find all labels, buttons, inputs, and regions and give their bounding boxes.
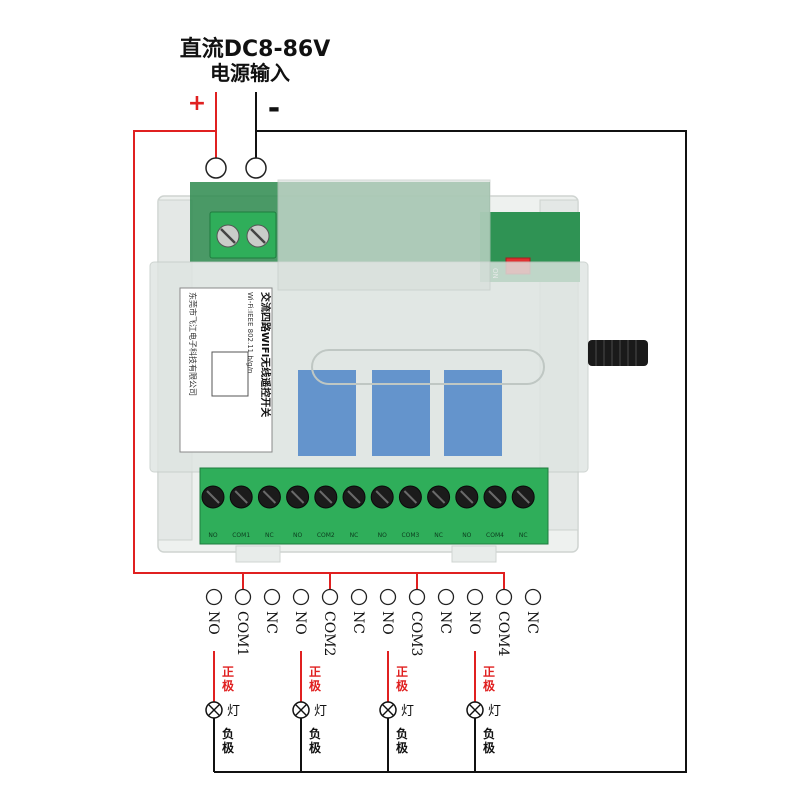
negative-input-terminal (245, 157, 267, 179)
lamp-positive-label: 正 (396, 665, 408, 679)
terminal-print-label: NC (350, 532, 359, 539)
relay-module: ON 交流四路WIFI无线遥控开关 Wi-Fi:IEEE 802.11 b/g/… (149, 179, 648, 563)
terminal-print-label: NC (265, 532, 274, 539)
terminal-print-label: COM1 (232, 532, 250, 539)
lamp-positive-label: 极 (483, 678, 496, 693)
lamp-negative-label: 极 (483, 740, 496, 755)
output-terminal-label: NC (263, 611, 279, 634)
terminal-print-label: COM2 (317, 532, 335, 539)
lamp-negative-label: 负 (309, 726, 321, 741)
terminal-print-label: COM4 (486, 532, 504, 539)
lamp-positive-label: 正 (483, 665, 495, 679)
positive-sign: + (188, 91, 206, 116)
output-terminal (350, 588, 368, 606)
product-label-company: 东莞市飞江电子科技有限公司 (188, 292, 198, 396)
lamp-positive-label: 极 (309, 678, 322, 693)
output-terminal-label: NO (292, 611, 308, 635)
antenna (588, 340, 648, 366)
output-terminal-print: NO COM1 NC NO COM2 NC NO COM3 NC NO COM4 NC (208, 532, 527, 539)
terminal-print-label: NC (519, 532, 528, 539)
lamp-positive-label: 极 (222, 678, 235, 693)
negative-wiring (214, 92, 687, 773)
output-terminal (263, 588, 281, 606)
positive-bus-wire (133, 92, 505, 574)
lamp-label: 灯 (488, 704, 501, 719)
terminal-print-label: NC (434, 532, 443, 539)
output-terminal-label: NC (437, 611, 453, 634)
output-terminal-screws (201, 485, 535, 509)
output-terminal (292, 588, 310, 606)
output-terminal-label: COM1 (234, 611, 250, 656)
output-terminal-label: NC (524, 611, 540, 634)
lamp-label: 灯 (227, 704, 240, 719)
power-input-label: 电源输入 (210, 61, 290, 85)
power-input-voltage-title: 直流DC8-86V (180, 36, 331, 62)
output-terminal (408, 588, 426, 606)
output-terminal (205, 588, 223, 606)
lamp-positive-label: 正 (222, 665, 234, 679)
output-terminal-label: NO (379, 611, 395, 635)
lamp-label: 灯 (314, 704, 327, 719)
output-terminal (437, 588, 455, 606)
lamp-positive-label: 正 (309, 665, 321, 679)
module-foot-right (451, 545, 497, 563)
terminal-print-label: COM3 (401, 532, 419, 539)
output-terminal-label: NO (205, 611, 221, 635)
output-terminal (495, 588, 513, 606)
relay-3 (444, 370, 502, 456)
output-terminal-label: COM2 (321, 611, 337, 656)
terminal-print-label: NO (293, 532, 302, 539)
output-terminal-label: COM4 (495, 611, 511, 657)
lamp-negative-label: 负 (396, 726, 408, 741)
lamp-negative-label: 极 (309, 740, 322, 755)
output-terminal-label: COM3 (408, 611, 424, 656)
output-terminal (234, 588, 252, 606)
lamp-negative-label: 负 (222, 726, 234, 741)
terminal-print-label: NO (208, 532, 217, 539)
lamp-label: 灯 (401, 704, 414, 719)
product-label-standard: Wi-Fi:IEEE 802.11 b/g/n (246, 292, 254, 373)
module-cover-top (277, 179, 491, 291)
product-label-title: 交流四路WIFI无线遥控开关 (259, 292, 272, 417)
product-label (179, 287, 273, 453)
positive-wiring (133, 92, 505, 590)
output-terminal (321, 588, 339, 606)
output-terminal (379, 588, 397, 606)
negative-bus-wire (214, 92, 687, 773)
output-terminal (524, 588, 542, 606)
cover-oval-window (311, 349, 545, 385)
relay-2 (372, 370, 430, 456)
output-terminal-label: NO (466, 611, 482, 635)
product-label-schematic (211, 351, 249, 397)
terminal-print-label: NO (378, 532, 387, 539)
negative-sign: - (268, 91, 280, 126)
module-foot-left (235, 545, 281, 563)
lamp-negative-label: 负 (483, 726, 495, 741)
lamp-positive-label: 极 (396, 678, 409, 693)
output-terminal-row: NO COM1 NC NO COM2 NC NO COM3 NC NO COM4 NC (205, 588, 542, 657)
positive-input-terminal (205, 157, 227, 179)
output-terminal (466, 588, 484, 606)
lamp-negative-label: 极 (222, 740, 235, 755)
com-feed-wires (242, 573, 505, 590)
terminal-print-label: NO (462, 532, 471, 539)
lamp-negative-label: 极 (396, 740, 409, 755)
output-terminal-label: NC (350, 611, 366, 634)
